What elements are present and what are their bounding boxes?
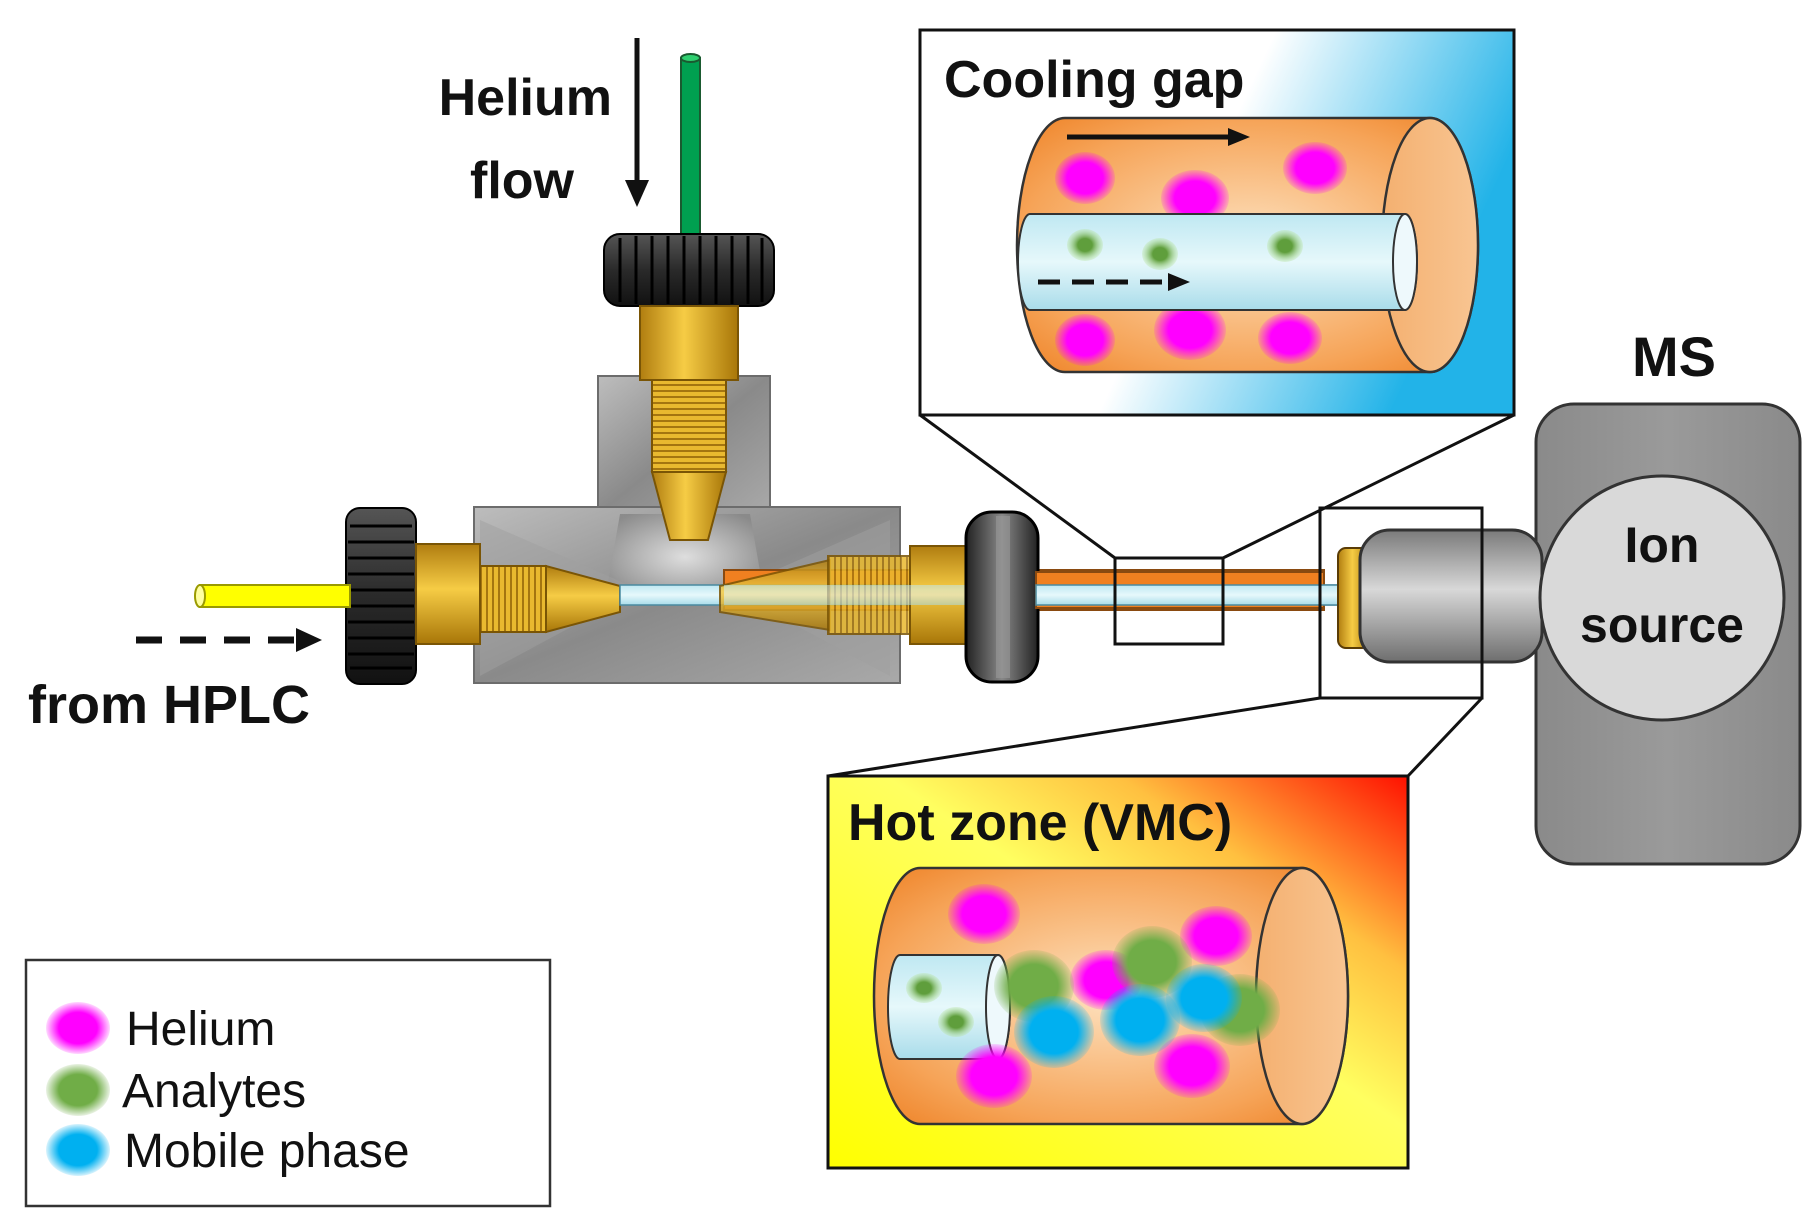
ms-label: MS [1632, 325, 1716, 388]
left-knurled-nut [345, 507, 417, 685]
legend-item-analytes: Analytes [46, 1064, 306, 1118]
legend-item-helium: Helium [46, 1002, 275, 1056]
helium-flow-arrow [625, 38, 649, 207]
ion-source-label-line2: source [1580, 597, 1744, 653]
top-brass-fitting [639, 305, 739, 541]
legend: Helium Analytes Mobile phase [24, 958, 552, 1208]
legend-label-helium: Helium [126, 1003, 275, 1056]
hplc-flow-arrow [136, 628, 322, 652]
ion-source-label-line1: Ion [1625, 517, 1700, 573]
legend-label-analytes: Analytes [122, 1065, 306, 1118]
cooling-gap-zoom-region [1113, 556, 1225, 646]
hot-zone-inset: Hot zone (VMC) [826, 774, 1410, 1170]
hplc-inlet-tube [199, 584, 351, 608]
top-knurled-nut [603, 233, 775, 307]
cooling-gap-title: Cooling gap [944, 51, 1244, 109]
legend-swatch-helium [46, 1002, 110, 1054]
hot-zone-zoom-region [1318, 506, 1484, 700]
legend-item-mobile-phase: Mobile phase [46, 1124, 410, 1178]
right-black-nut [964, 510, 1040, 684]
ion-source [1538, 474, 1786, 722]
left-brass-fitting [415, 543, 621, 645]
helium-flow-label-line1: Helium [439, 69, 612, 127]
legend-swatch-analytes [46, 1064, 110, 1116]
from-hplc-label: from HPLC [28, 675, 310, 735]
helium-inlet-tube [680, 57, 701, 239]
legend-label-mobile-phase: Mobile phase [124, 1125, 410, 1178]
legend-swatch-mobile-phase [46, 1124, 110, 1176]
cooling-gap-inset: Cooling gap [918, 28, 1516, 417]
hot-zone-title: Hot zone (VMC) [848, 794, 1232, 852]
ms-housing [1358, 402, 1802, 866]
helium-flow-label-line2: flow [470, 152, 575, 210]
